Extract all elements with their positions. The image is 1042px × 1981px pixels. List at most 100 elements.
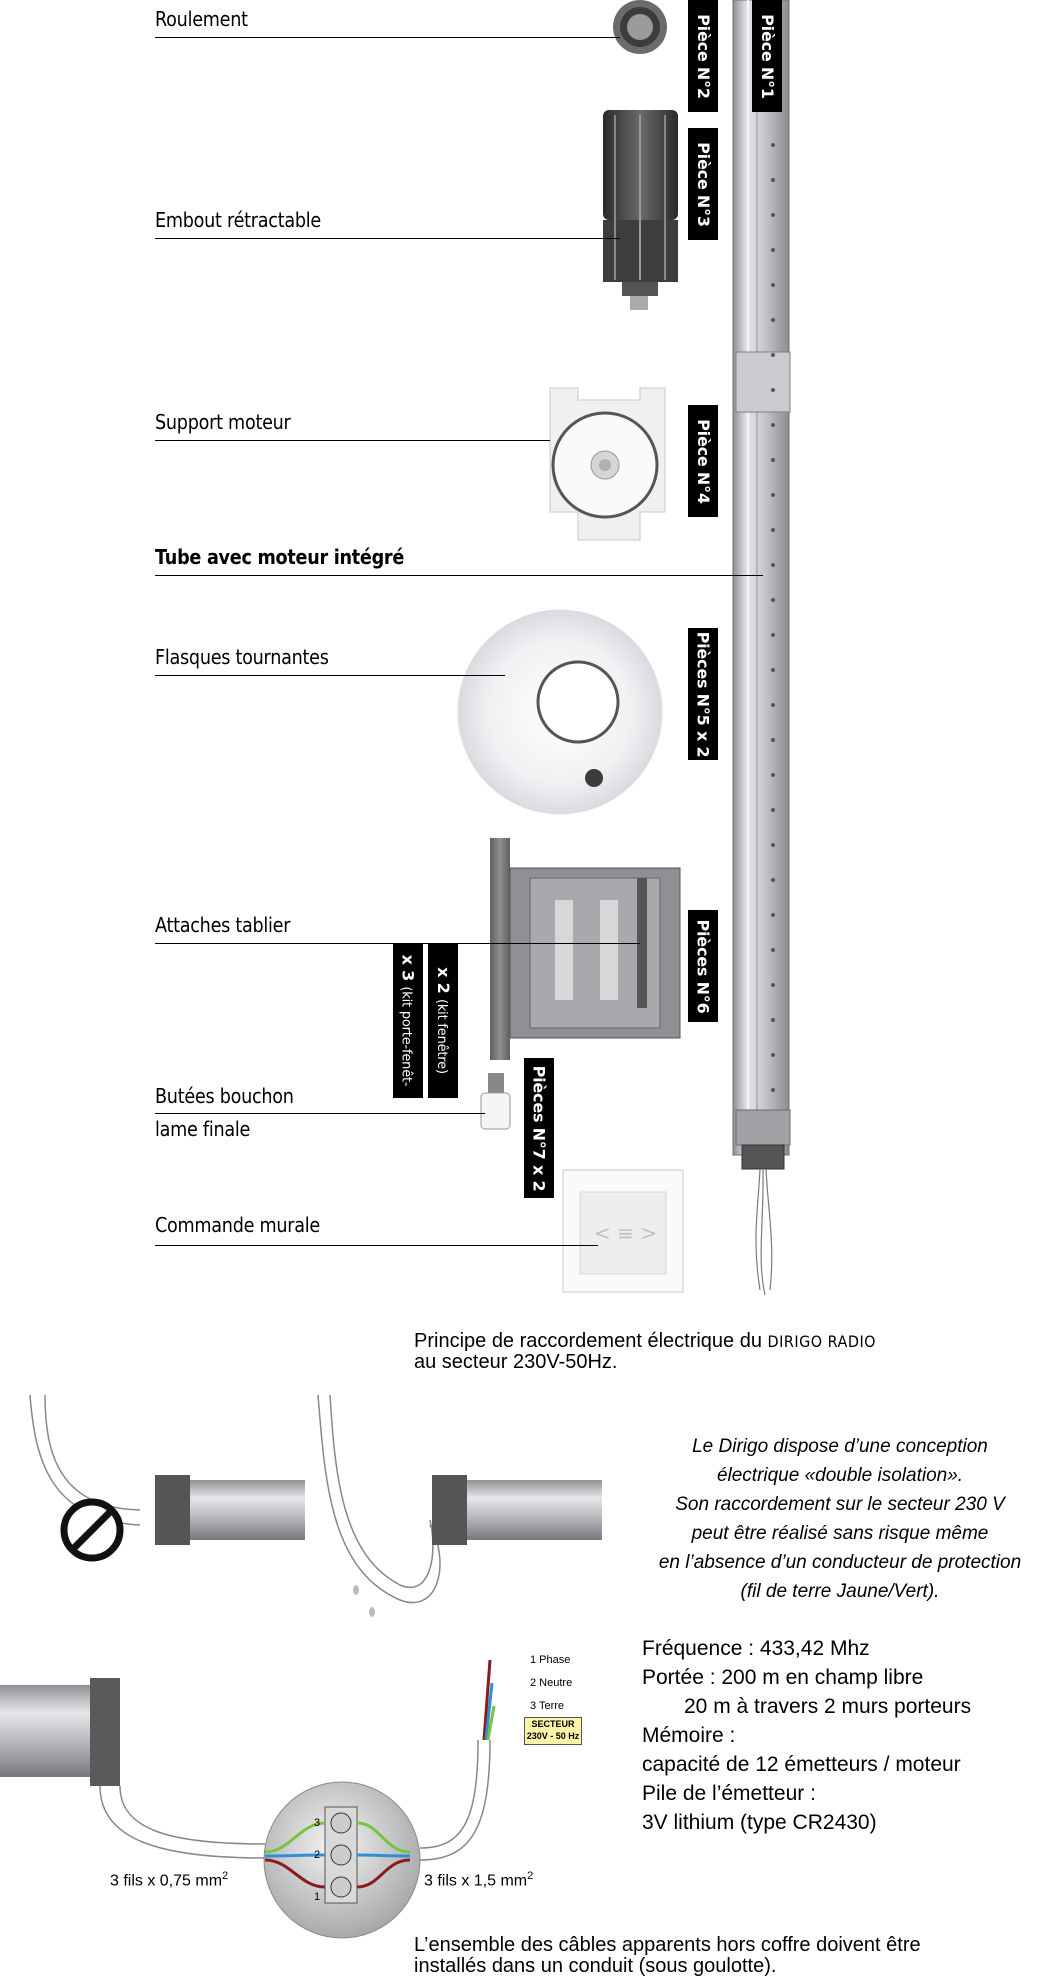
- connection-title-prefix: Principe de raccordement électrique du: [414, 1330, 762, 1352]
- cable-entry-illustration: [29, 1394, 602, 1617]
- kit-fenetre-text: (kit fenêtre): [433, 998, 449, 1074]
- tube-rivet-dot: [771, 1018, 775, 1022]
- tube-rivet-dot: [771, 318, 775, 322]
- tag-pieces-6: Pièces N°6: [688, 910, 718, 1022]
- tube-rivet-dot: [771, 1053, 775, 1057]
- tube-rivet-dot: [771, 248, 775, 252]
- kit-fenetre-qty: x 2: [433, 967, 453, 994]
- isolation-note-line: Son raccordement sur le secteur 230 V: [675, 1494, 1005, 1515]
- connection-title-line2: au secteur 230V-50Hz.: [414, 1351, 618, 1373]
- butee-drawing: [480, 1073, 511, 1130]
- footer-note: L’ensemble des câbles apparents hors cof…: [414, 1935, 921, 1977]
- spec-memory-value: capacité de 12 émetteurs / moteur: [642, 1753, 961, 1776]
- terminal-2-label: 2: [314, 1849, 321, 1861]
- label-butees: Butées bouchon lame finale: [155, 1080, 294, 1146]
- leader-embout: [155, 238, 620, 239]
- wire-phase-label: 1 Phase: [530, 1654, 571, 1666]
- cable-left-label: 3 fils x 0,75 mm2: [110, 1870, 229, 1890]
- spec-battery-label: Pile de l’émetteur :: [642, 1782, 816, 1805]
- isolation-note-line: (fil de terre Jaune/Vert).: [740, 1581, 940, 1602]
- tube-rivet-dot: [771, 1088, 775, 1092]
- tube-rivet-dot: [771, 808, 775, 812]
- spec-range2: 20 m à travers 2 murs porteurs: [684, 1695, 972, 1718]
- label-embout-retractable: Embout rétractable: [155, 208, 321, 232]
- tube-rivet-dot: [771, 633, 775, 637]
- wire-terre-label: 3 Terre: [530, 1700, 565, 1712]
- spec-frequency: Fréquence : 433,42 Mhz: [642, 1637, 870, 1660]
- tube-rivet-dot: [771, 773, 775, 777]
- label-commande-murale: Commande murale: [155, 1213, 320, 1237]
- leader-tube: [155, 575, 763, 576]
- tube-rivet-dot: [771, 493, 775, 497]
- leader-butees: [155, 1113, 485, 1114]
- tube-rivet-dot: [771, 458, 775, 462]
- cable-right-sup: 2: [527, 1870, 534, 1882]
- cable-right-label: 3 fils x 1,5 mm2: [424, 1870, 534, 1890]
- isolation-note: Le Dirigo dispose d’une conception élect…: [640, 1432, 1040, 1606]
- label-roulement: Roulement: [155, 7, 248, 31]
- tag-piece-2: Pièce N°2: [688, 0, 718, 112]
- leader-flasques: [155, 675, 505, 676]
- tube-rivet-dot: [771, 598, 775, 602]
- tube-rivet-dot: [771, 213, 775, 217]
- cable-left-sup: 2: [222, 1870, 229, 1882]
- tube-rivet-dot: [771, 528, 775, 532]
- wire-neutre-label: 2 Neutre: [530, 1677, 573, 1689]
- spec-range1: Portée : 200 m en champ libre: [642, 1666, 924, 1689]
- tube-rivet-dot: [771, 563, 775, 567]
- kit-porte-qty: x 3: [398, 954, 418, 982]
- embout-drawing: [603, 110, 678, 310]
- isolation-note-line: peut être réalisé sans risque même: [691, 1523, 989, 1544]
- tube-rivet-dot: [771, 878, 775, 882]
- tube-rivet-dot: [771, 983, 775, 987]
- attaches-tablier-drawing: [490, 838, 681, 1060]
- tube-rivet-dot: [771, 353, 775, 357]
- tag-pieces-5: Pièces N°5 x 2: [688, 628, 718, 760]
- tube-rivet-dot: [771, 738, 775, 742]
- footer-line1: L’ensemble des câbles apparents hors cof…: [414, 1934, 921, 1956]
- leader-support: [155, 440, 550, 441]
- tube-rivet-dot: [771, 283, 775, 287]
- tube-rivet-dot: [771, 668, 775, 672]
- tube-rivet-dot: [771, 913, 775, 917]
- secteur-line1: SECTEUR: [531, 1719, 575, 1729]
- label-flasques: Flasques tournantes: [155, 645, 329, 669]
- tube-rivet-dot: [771, 948, 775, 952]
- isolation-note-line: en l’absence d’un conducteur de protecti…: [658, 1552, 1022, 1573]
- tag-pieces-7: Pièces N°7 x 2: [524, 1058, 554, 1198]
- tag-piece-3: Pièce N°3: [688, 128, 718, 240]
- spec-memory-label: Mémoire :: [642, 1724, 736, 1747]
- secteur-line2: 230V - 50 Hz: [526, 1731, 580, 1741]
- tag-kit-porte-fenetre: x 3 (kit porte-fenêt-: [393, 943, 423, 1098]
- specs-block: Fréquence : 433,42 Mhz Portée : 200 m en…: [642, 1634, 971, 1837]
- roulement-drawing: [613, 0, 667, 54]
- tube-rivet-dot: [771, 143, 775, 147]
- terminal-1-label: 1: [314, 1891, 321, 1903]
- tube-rivet-dot: [771, 178, 775, 182]
- support-moteur-drawing: [549, 387, 666, 541]
- secteur-badge: SECTEUR 230V - 50 Hz: [524, 1717, 582, 1745]
- terminal-3-label: 3: [314, 1817, 321, 1829]
- tag-piece-1: Pièce N°1: [752, 0, 782, 112]
- leader-commande: [155, 1245, 598, 1246]
- isolation-note-line: électrique «double isolation».: [716, 1465, 964, 1486]
- commande-murale-drawing: < ≡ >: [562, 1169, 684, 1293]
- tube-rivet-dot: [771, 703, 775, 707]
- flasque-drawing: [457, 609, 663, 815]
- svg-text:< ≡ >: < ≡ >: [594, 1221, 657, 1245]
- tag-kit-fenetre: x 2 (kit fenêtre): [428, 943, 458, 1098]
- wiring-illustration: [0, 1659, 496, 1939]
- tube-rivet-dot: [771, 843, 775, 847]
- tube-motor-drawing: [732, 0, 791, 1296]
- brand-name: DIRIGO RADIO: [767, 1332, 877, 1351]
- tag-piece-4: Pièce N°4: [688, 405, 718, 517]
- label-butees-line2: lame finale: [155, 1117, 251, 1141]
- footer-line2: installés dans un conduit (sous goulotte…: [414, 1955, 777, 1977]
- connection-title: Principe de raccordement électrique du D…: [414, 1331, 876, 1372]
- leader-roulement: [155, 37, 620, 38]
- label-tube-moteur: Tube avec moteur intégré: [155, 545, 405, 569]
- label-butees-line1: Butées bouchon: [155, 1084, 294, 1108]
- label-support-moteur: Support moteur: [155, 410, 291, 434]
- spec-battery-value: 3V lithium (type CR2430): [642, 1811, 877, 1834]
